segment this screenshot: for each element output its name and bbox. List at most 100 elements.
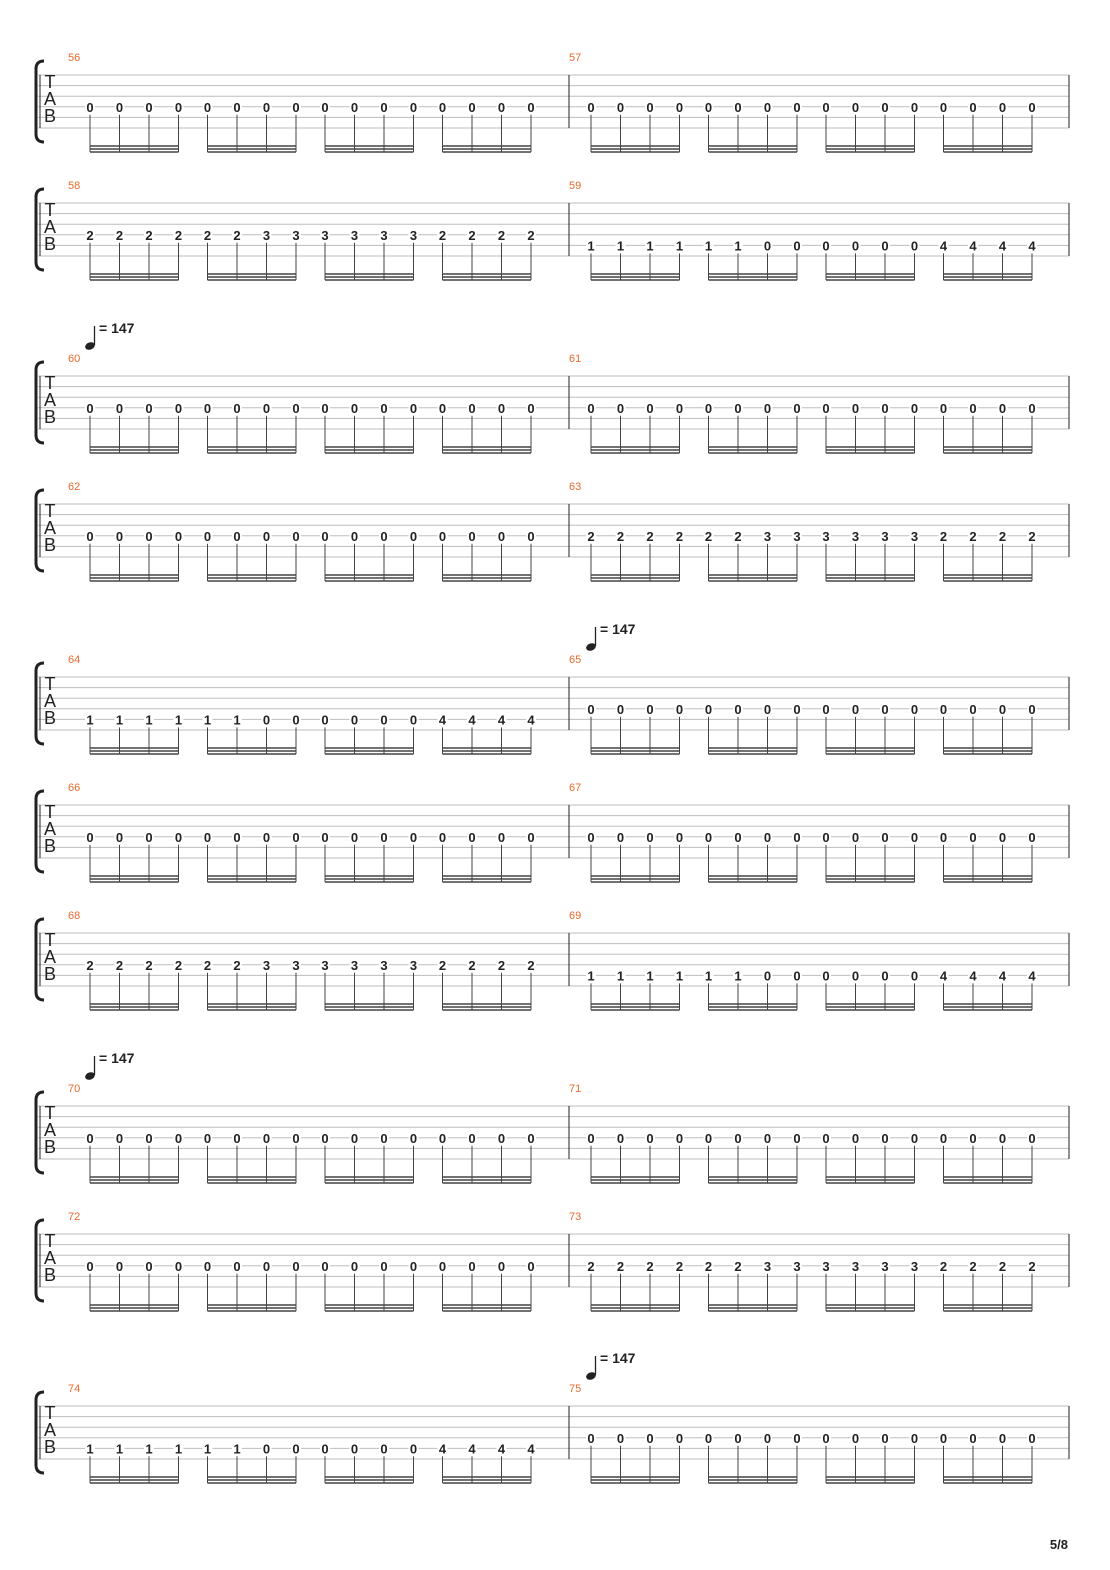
fret-number: 2 [145,228,152,243]
fret-background [674,701,685,715]
fret-background [85,712,95,726]
fret-number: 0 [116,830,123,845]
fret-number: 0 [116,1131,123,1146]
fret-background [968,701,978,715]
fret-number: 1 [617,968,624,983]
fret-number: 0 [881,100,888,115]
fret-background [792,701,802,715]
fret-number: 0 [351,1131,358,1146]
fret-background [645,99,655,113]
fret-background [1027,1258,1037,1272]
fret-number: 0 [969,1431,976,1446]
fret-number: 3 [911,529,918,544]
fret-number: 0 [881,1431,888,1446]
fret-background [792,528,802,542]
fret-background [291,1258,301,1272]
fret-background [379,1441,389,1455]
tab-clef-letter: B [44,708,56,728]
fret-background [526,528,536,542]
fret-background [645,528,655,542]
fret-number: 2 [233,228,240,243]
fret-number: 0 [145,1259,152,1274]
fret-number: 0 [175,1259,182,1274]
fret-background [496,957,507,971]
fret-background [821,1258,831,1272]
fret-number: 0 [351,529,358,544]
fret-background [850,528,861,542]
tab-clef-letter: A [44,819,56,839]
fret-number: 2 [646,1259,653,1274]
fret-background [821,829,831,843]
fret-number: 0 [852,401,859,416]
system-bracket [34,917,45,1002]
fret-number: 0 [263,830,270,845]
fret-number: 4 [999,238,1007,253]
fret-background [320,1258,330,1272]
tab-clef-letter: T [45,200,56,220]
fret-background [850,968,861,982]
fret-background [968,99,978,113]
fret-number: 0 [617,401,624,416]
fret-background [1027,400,1037,414]
fret-background [968,1430,978,1444]
bar-number: 75 [569,1383,581,1395]
fret-number: 3 [351,958,358,973]
fret-background [437,528,448,542]
fret-number: 0 [999,100,1006,115]
fret-background [379,829,389,843]
fret-background [114,528,125,542]
fret-number: 0 [587,1131,594,1146]
fret-number: 0 [410,712,417,727]
fret-background [202,1441,213,1455]
fret-number: 0 [527,401,534,416]
fret-background [586,528,596,542]
fret-number: 0 [969,100,976,115]
fret-number: 3 [292,228,299,243]
fret-background [114,712,125,726]
fret-background [909,1258,920,1272]
fret-background [291,400,301,414]
fret-number: 0 [705,830,712,845]
bar-number: 70 [68,1083,80,1095]
tab-clef-letter: A [44,518,56,538]
fret-number: 2 [940,1259,947,1274]
fret-number: 0 [617,702,624,717]
fret-background [997,829,1008,843]
fret-background [792,1258,802,1272]
fret-number: 0 [292,1131,299,1146]
tab-clef-letter: B [44,234,56,254]
fret-number: 2 [498,228,505,243]
tab-clef-letter: T [45,802,56,822]
fret-background [645,238,655,252]
fret-background [349,227,360,241]
fret-background [526,1258,536,1272]
fret-number: 3 [292,958,299,973]
fret-background [762,238,773,252]
fret-number: 1 [175,712,182,727]
tab-clef-letter: T [45,373,56,393]
fret-number: 0 [175,401,182,416]
fret-number: 0 [86,100,93,115]
fret-number: 0 [439,529,446,544]
fret-number: 3 [321,228,328,243]
fret-number: 0 [351,401,358,416]
fret-background [733,1258,743,1272]
fret-number: 0 [321,401,328,416]
fret-background [1027,528,1037,542]
fret-number: 0 [233,830,240,845]
fret-background [909,1130,920,1144]
bar-number: 60 [68,353,80,365]
fret-number: 0 [793,1131,800,1146]
fret-number: 2 [940,529,947,544]
fret-number: 0 [380,529,387,544]
fret-number: 0 [116,401,123,416]
fret-number: 0 [116,1259,123,1274]
fret-number: 0 [439,1131,446,1146]
fret-background [408,227,419,241]
tab-clef-letter: A [44,89,56,109]
fret-number: 2 [116,958,123,973]
